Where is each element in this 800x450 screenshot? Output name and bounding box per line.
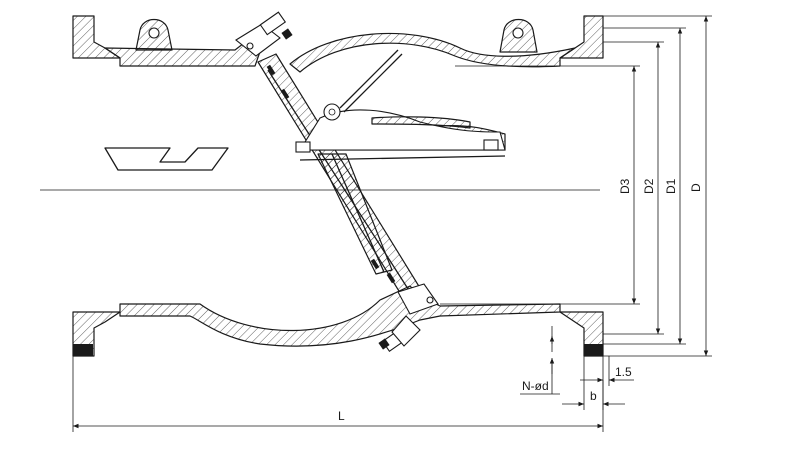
- pivot-rod-edge: [343, 53, 403, 113]
- flow-direction-arrow: [104, 147, 229, 171]
- hinge-pin-center: [328, 108, 336, 116]
- right-lug-hole: [512, 27, 524, 39]
- dim-label-face-height: 1.5: [615, 365, 632, 379]
- body-top-wall-left: [104, 39, 263, 67]
- disc-assembly: [235, 11, 506, 352]
- disc-body-center: [331, 153, 385, 273]
- pivot-rod: [339, 49, 399, 109]
- dim-label-d1: D1: [664, 178, 678, 194]
- bottom-bolt-assembly: [378, 283, 439, 352]
- left-lug-hole: [148, 27, 160, 39]
- disc-top-plate: [371, 116, 471, 129]
- dimension-lines: [72, 15, 712, 432]
- disc-bolt-left: [295, 141, 311, 153]
- dim-label-b: b: [590, 389, 597, 403]
- dim-label-bolt-holes: N-ød: [522, 379, 549, 393]
- top-bolt-assembly: [235, 11, 293, 57]
- body-bottom-wall: [119, 285, 561, 347]
- dim-label-l: L: [338, 409, 345, 423]
- body-top-dome: [289, 32, 576, 73]
- right-flange-bolt-hole: [584, 344, 603, 356]
- disc-bolt-right: [483, 139, 499, 151]
- valve-body: [40, 15, 604, 357]
- disc-body: [317, 153, 393, 275]
- dim-label-d: D: [689, 183, 703, 192]
- dim-label-d2: D2: [642, 178, 656, 194]
- dim-label-d3: D3: [618, 178, 632, 194]
- hinge-pin: [323, 103, 341, 121]
- left-flange-bolt-hole: [73, 344, 93, 356]
